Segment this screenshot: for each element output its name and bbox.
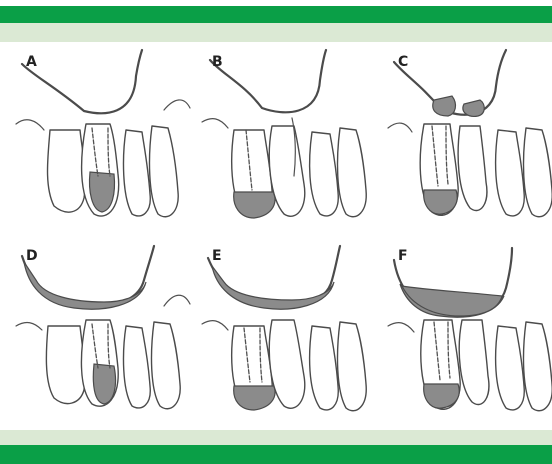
- panel-b-label: B: [212, 54, 223, 70]
- panel-e: E: [200, 240, 380, 430]
- top-band-light: [0, 23, 552, 42]
- top-band-dark: [0, 6, 552, 23]
- panel-f: F: [386, 240, 552, 430]
- panel-c-label: C: [398, 54, 408, 70]
- bottom-band-light: [0, 430, 552, 445]
- panel-d: D: [14, 240, 194, 430]
- panel-a-label: A: [26, 54, 37, 70]
- panel-f-label: F: [398, 248, 408, 264]
- panel-b: B: [200, 46, 380, 236]
- panel-d-illustration: [14, 240, 194, 430]
- panel-c-illustration: [386, 46, 552, 236]
- panel-d-label: D: [26, 248, 38, 264]
- panel-e-illustration: [200, 240, 380, 430]
- panel-e-label: E: [212, 248, 222, 264]
- panel-f-illustration: [386, 240, 552, 430]
- panel-b-illustration: [200, 46, 380, 236]
- panel-a: A: [14, 46, 194, 236]
- panel-c: C: [386, 46, 552, 236]
- bottom-band-dark: [0, 445, 552, 464]
- panel-a-illustration: [14, 46, 194, 236]
